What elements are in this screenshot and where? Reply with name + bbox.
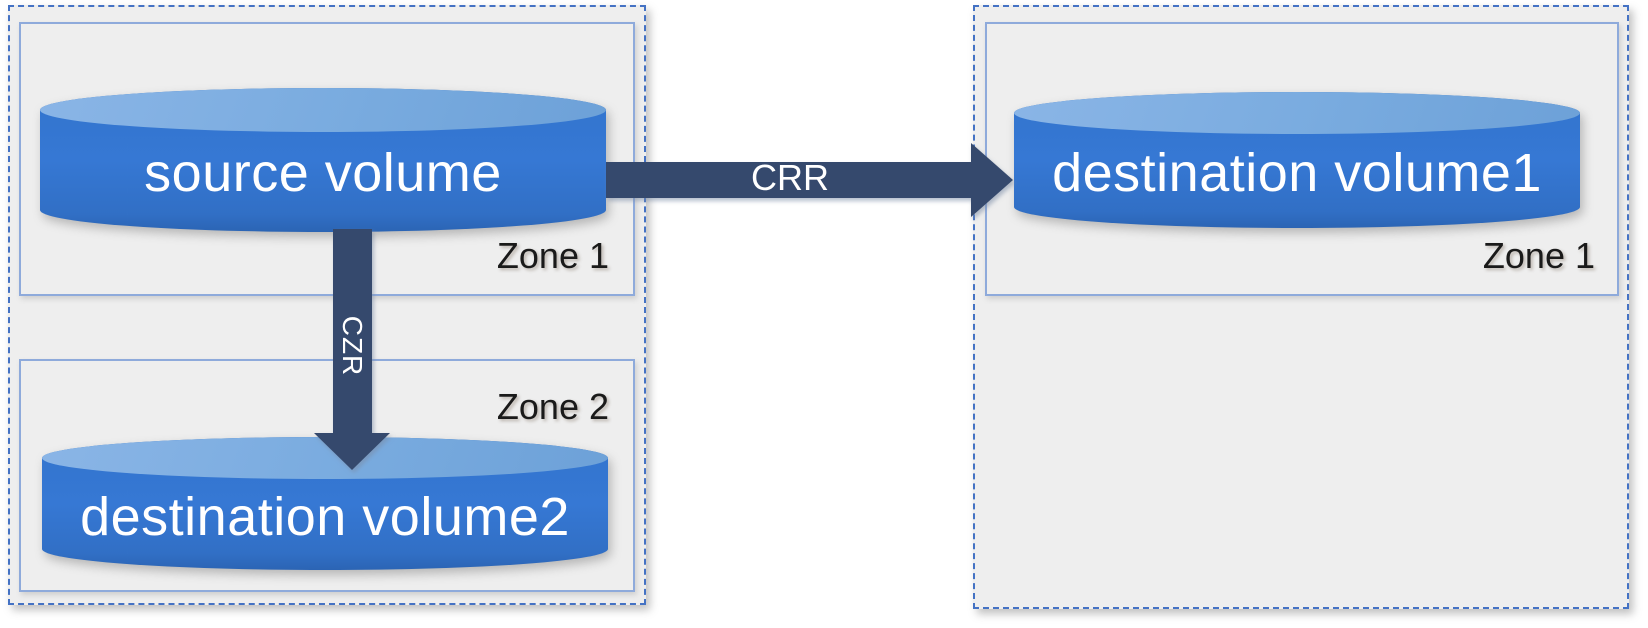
zone-a2-label: Zone 2 [496,386,609,427]
source-volume-cylinder: source volume [40,88,606,232]
destination-volume1-label: destination volume1 [1052,143,1542,203]
czr-arrow-label: CZR [337,315,368,377]
zone-b1-label: Zone 1 [1482,235,1595,276]
crr-arrow-label: CRR [751,157,829,198]
destination-volume2-label: destination volume2 [80,486,570,547]
source-volume-label: source volume [144,143,502,203]
destination-volume2-cylinder: destination volume2 [42,437,608,570]
destination-volume1-cylinder: destination volume1 [1014,92,1580,228]
cylinder-top-ellipse [1014,92,1580,134]
cylinder-top-ellipse [40,88,606,132]
zone-a1-label: Zone 1 [496,235,609,276]
